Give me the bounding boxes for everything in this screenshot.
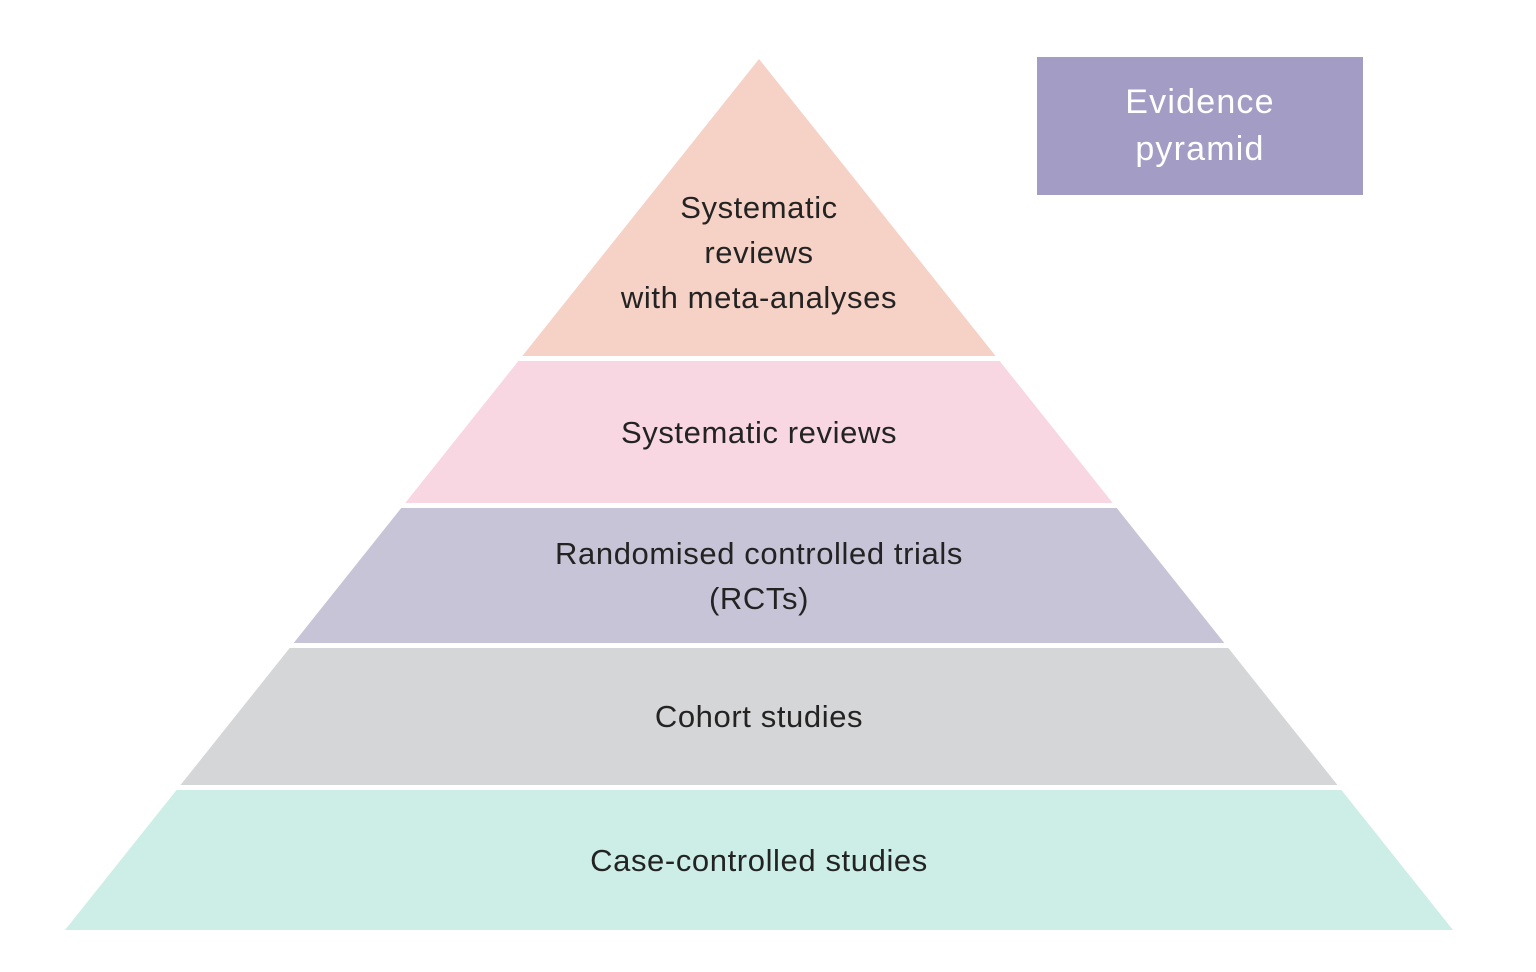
diagram-title-line: pyramid [1135, 130, 1265, 168]
diagram-title-line: Evidence [1125, 83, 1275, 121]
pyramid-level-label-line: Randomised controlled trials [555, 535, 963, 571]
pyramid-level-label-line: Case-controlled studies [590, 842, 928, 878]
pyramid-level-label-line: (RCTs) [708, 580, 810, 616]
pyramid-level-label-line: reviews [704, 235, 814, 270]
pyramid-level-label-line: with meta-analyses [620, 280, 898, 315]
pyramid-level-label-line: Systematic reviews [620, 414, 898, 450]
diagram-title-box: Evidence pyramid [1037, 57, 1363, 195]
pyramid-level-rcts: Randomised controlled trials (RCTs) [65, 508, 1453, 643]
pyramid-level-systematic-reviews: Systematic reviews [65, 361, 1453, 503]
pyramid-level-case-controlled-studies: Case-controlled studies [65, 790, 1453, 930]
pyramid-level-label-line: Systematic [680, 190, 838, 225]
pyramid-level-label-line: Cohort studies [654, 699, 864, 734]
pyramid-level-cohort-studies: Cohort studies [65, 648, 1453, 785]
